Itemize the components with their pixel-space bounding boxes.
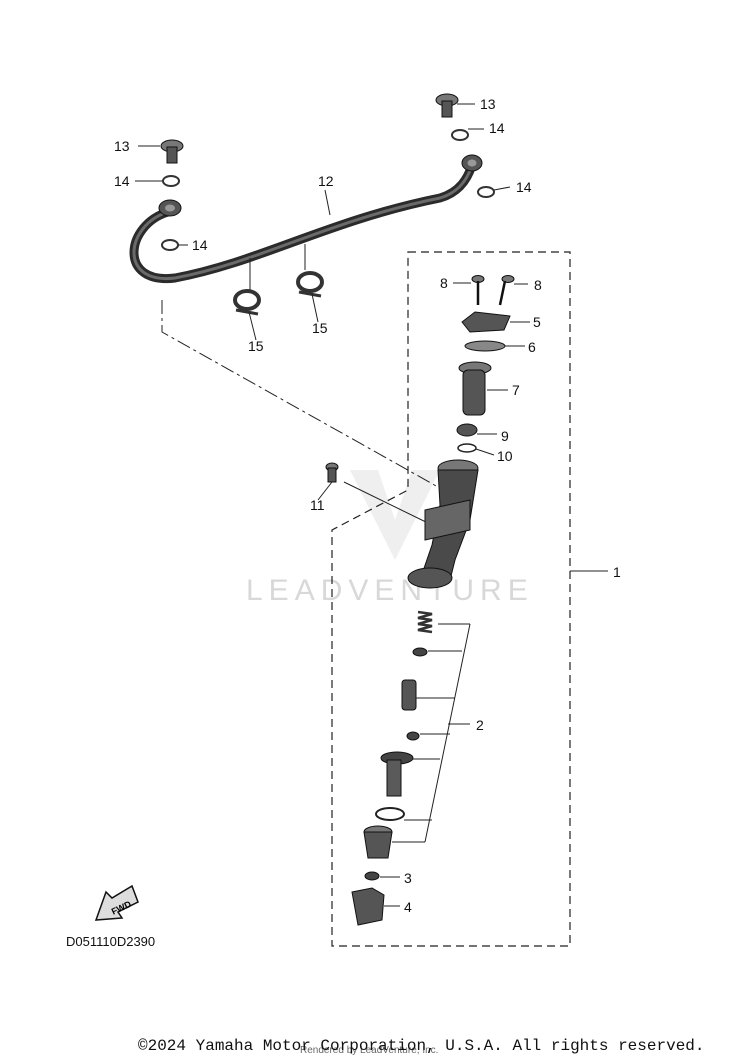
callout-1: 1	[613, 564, 621, 580]
bolt-11-line	[343, 481, 433, 526]
plate-6-icon	[464, 340, 506, 352]
callout-8-right: 8	[534, 277, 542, 293]
nut-3-icon	[364, 871, 380, 881]
callout-4: 4	[404, 899, 412, 915]
assembly-outline	[331, 251, 571, 947]
copyright-text: ©2024 Yamaha Motor Corporation, U.S.A. A…	[138, 1037, 705, 1055]
callout-10: 10	[497, 448, 513, 464]
watermark-logo	[350, 470, 440, 560]
washer-icon	[477, 186, 495, 198]
callout-5: 5	[533, 314, 541, 330]
union-bolt-icon	[435, 93, 459, 118]
spring-icon	[417, 610, 433, 634]
watermark-text: LEADVENTURE	[246, 574, 534, 607]
circlip-icon	[375, 807, 405, 821]
dust-boot-icon	[363, 825, 393, 859]
callout-3: 3	[404, 870, 412, 886]
drawing-code: D051110D2390	[66, 934, 156, 949]
callout-7: 7	[512, 382, 520, 398]
cap-5-icon	[461, 311, 511, 333]
master-cylinder-body	[407, 459, 479, 589]
seal-icon	[406, 731, 420, 741]
rendered-by-text: Rendered by LeadVenture, Inc.	[300, 1045, 439, 1056]
screw-8-icon	[498, 275, 515, 306]
piston-cup-icon	[401, 679, 417, 711]
diaphragm-7-icon	[458, 361, 492, 416]
callout-2: 2	[476, 717, 484, 733]
callout-14-b: 14	[192, 237, 208, 253]
union-bolt-icon	[160, 139, 184, 164]
seal-icon	[412, 647, 428, 657]
piston-icon	[380, 751, 414, 797]
screw-8-icon	[471, 275, 485, 305]
bolt-11-icon	[325, 462, 339, 483]
callout-13-right: 13	[480, 96, 496, 112]
callout-14-c: 14	[489, 120, 505, 136]
callout-14-a: 14	[114, 173, 130, 189]
callout-leaders	[135, 103, 608, 907]
callout-6: 6	[528, 339, 536, 355]
callout-12: 12	[318, 173, 334, 189]
float-9-icon	[456, 423, 478, 437]
hose-center-line	[161, 300, 439, 488]
clevis-4-icon	[351, 887, 385, 926]
oring-10-icon	[457, 443, 477, 453]
forward-arrow-icon: FWD	[94, 884, 139, 921]
hose-clamp-icon	[296, 271, 324, 298]
callout-15-left: 15	[248, 338, 264, 354]
hose-clamp-icon	[233, 289, 261, 316]
brake-hose	[129, 154, 483, 283]
callout-8-left: 8	[440, 275, 448, 291]
washer-icon	[451, 129, 469, 141]
callout-11: 11	[310, 497, 325, 513]
callout-15-right: 15	[312, 320, 328, 336]
callout-9: 9	[501, 428, 509, 444]
callout-14-d: 14	[516, 179, 532, 195]
callout-13-left: 13	[114, 138, 130, 154]
washer-icon	[162, 175, 180, 187]
washer-icon	[161, 239, 179, 251]
